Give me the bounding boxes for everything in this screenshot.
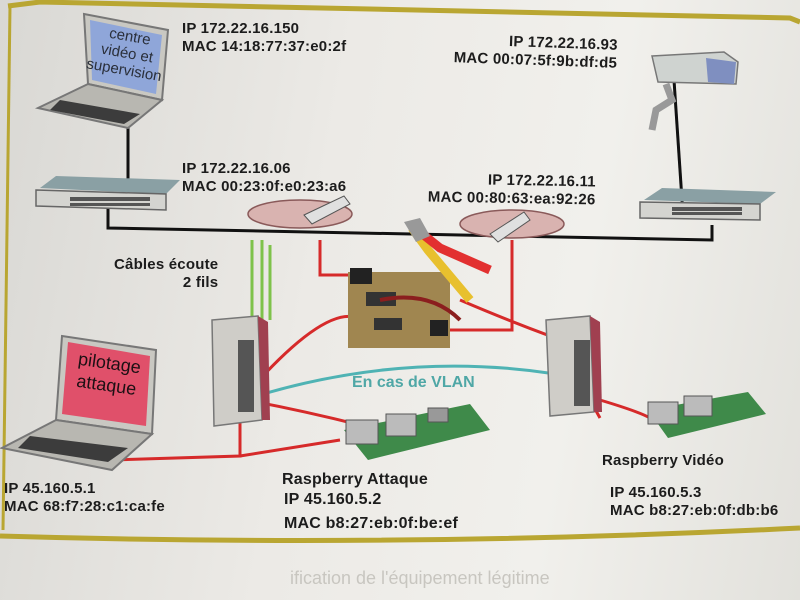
wire-cutter	[404, 218, 492, 303]
attack-laptop-label: IP 45.160.5.1 MAC 68:f7:28:c1:ca:fe	[4, 480, 165, 516]
vlan-label: En cas de VLAN	[352, 374, 475, 391]
raspberry-pi-attack	[344, 404, 490, 460]
attack-laptop-screen	[62, 342, 150, 426]
attack-laptop	[0, 334, 158, 472]
supervision-laptop	[34, 12, 170, 130]
camera-label: IP 172.22.16.93 MAC 00:07:5f:9b:df:d5	[453, 31, 618, 73]
ip-address: IP 45.160.5.2	[284, 491, 382, 508]
ip-address: IP 172.22.16.150	[182, 20, 300, 37]
mac-address: MAC 14:18:77:37:e0:2f	[182, 38, 347, 55]
vlan-cable	[249, 364, 589, 400]
background-page-text: ification de l'équipement légitime	[290, 568, 550, 588]
annotation-line: 2 fils	[182, 274, 219, 291]
cable-switch-switch	[106, 200, 714, 242]
mac-address: MAC 00:80:63:ea:92:26	[427, 188, 596, 209]
ip-address: IP 45.160.5.1	[4, 480, 96, 497]
right-switch-label: IP 172.22.16.11 MAC 00:80:63:ea:92:26	[428, 171, 596, 210]
frame-bottom-border	[0, 525, 800, 543]
left-switch	[35, 176, 180, 211]
supervision-laptop-screen	[90, 20, 162, 94]
raspberry-video-label: Raspberry Vidéo IP 45.160.5.3 MAC b8:27:…	[602, 452, 778, 520]
surveillance-camera	[648, 51, 739, 131]
cable-taps	[247, 195, 565, 243]
annotation-line: Câbles écoute	[114, 256, 219, 273]
frame-left-border	[1, 5, 12, 531]
mac-address: MAC b8:27:eb:0f:be:ef	[284, 515, 458, 532]
mac-address: MAC b8:27:eb:0f:db:b6	[610, 502, 779, 519]
device-title: Raspberry Vidéo	[602, 452, 724, 469]
protoboard	[348, 268, 462, 348]
left-switch-label: IP 172.22.16.06 MAC 00:23:0f:e0:23:a6	[182, 160, 346, 196]
tap-cables-label: Câbles écoute 2 fils	[114, 256, 218, 292]
left-industrial-switch	[211, 315, 270, 427]
mac-address: MAC 00:23:0f:e0:23:a6	[182, 178, 347, 195]
raspberry-attack-label: Raspberry Attaque IP 45.160.5.2 MAC b8:2…	[282, 470, 458, 534]
right-industrial-switch	[545, 315, 602, 417]
right-switch	[639, 188, 776, 221]
raspberry-pi-video	[647, 392, 766, 438]
supervision-laptop-label: IP 172.22.16.150 MAC 14:18:77:37:e0:2f	[182, 20, 346, 56]
ip-address: IP 45.160.5.3	[610, 484, 702, 501]
frame-top-border	[7, 0, 800, 25]
device-title: Raspberry Attaque	[282, 471, 428, 488]
ip-address: IP 172.22.16.06	[182, 160, 291, 177]
mac-address: MAC 68:f7:28:c1:ca:fe	[4, 498, 165, 515]
